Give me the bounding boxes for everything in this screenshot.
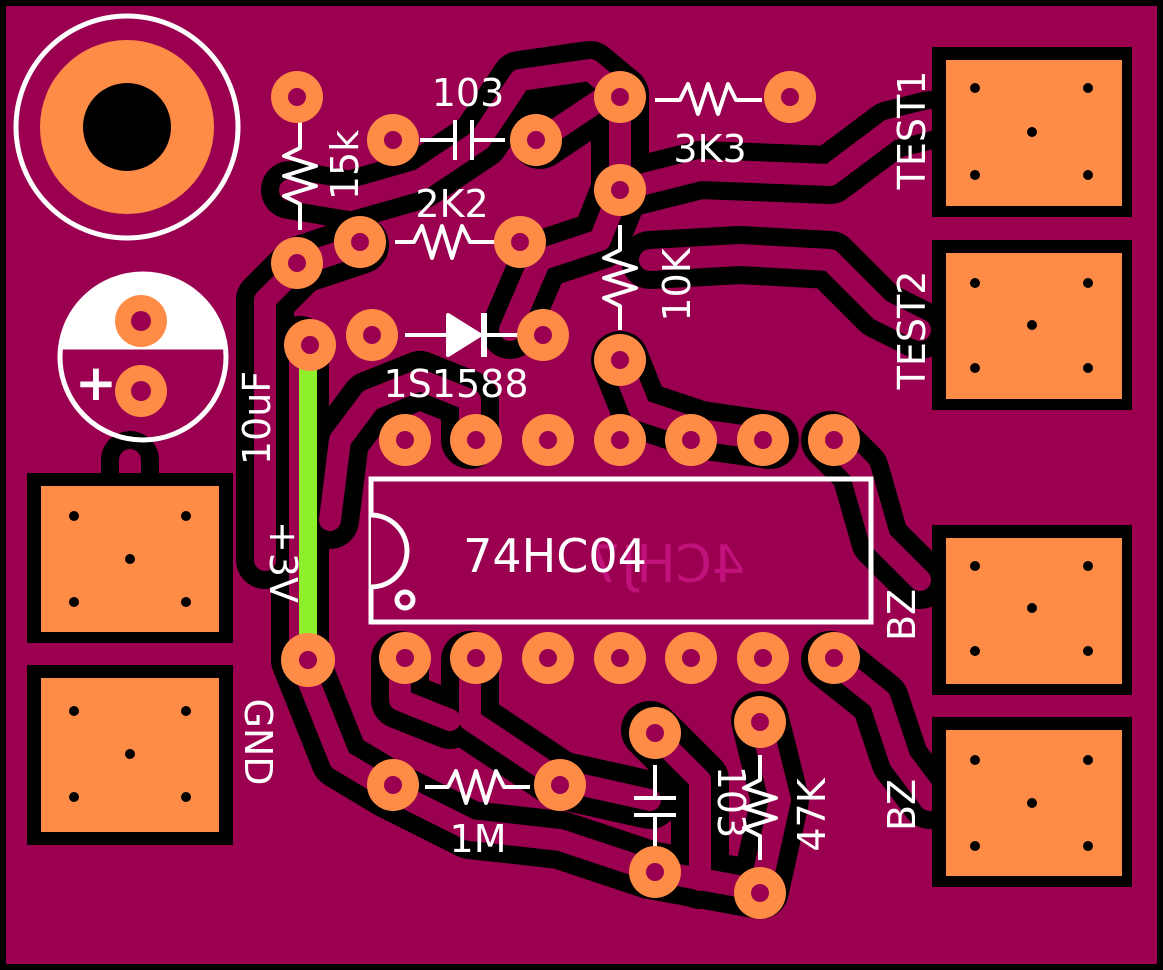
label-res-r3: 2K2 — [415, 182, 488, 226]
label-res-r6: 47K — [790, 777, 834, 851]
pad-dots — [69, 83, 1093, 851]
label-power: +3V — [261, 521, 305, 603]
pad-gnd — [27, 665, 233, 845]
mounting-hole — [13, 13, 241, 241]
resistor-1m-symbol — [425, 769, 530, 805]
label-bz-2: BZ — [880, 779, 924, 831]
label-res-r4: 10K — [655, 247, 699, 321]
ic-bottom-mirror-text: 4CHJ7 — [588, 535, 745, 595]
silkscreen-labels: 103 3K3 15k 2K2 10K 1S1588 10uF +3V GND … — [235, 71, 934, 861]
label-bz-1: BZ — [880, 589, 924, 641]
resistor-47k-symbol — [742, 755, 778, 860]
label-test1: TEST1 — [890, 71, 934, 191]
label-res-r5: 1M — [450, 817, 507, 861]
round-pads — [271, 71, 860, 919]
label-gnd: GND — [236, 698, 280, 785]
label-cap-c1: 103 — [432, 71, 505, 115]
resistor-10k-symbol — [602, 225, 638, 330]
label-diode: 1S1588 — [383, 362, 528, 406]
label-cap-c2: 103 — [709, 766, 753, 839]
electrolytic-capacitor: + — [57, 271, 229, 443]
resistor-15k-symbol — [282, 122, 318, 230]
label-test2: TEST2 — [890, 271, 934, 391]
label-res-r2: 3K3 — [673, 127, 746, 171]
label-cap-elec: 10uF — [235, 371, 279, 465]
resistor-3k3-symbol — [655, 82, 762, 116]
resistor-2k2-symbol — [395, 224, 495, 260]
diode-symbol — [405, 313, 520, 357]
label-res-r1: 15k — [323, 130, 367, 200]
ic-label: 74HC04 — [463, 529, 647, 583]
capacitor-103-bottom-symbol — [634, 765, 676, 848]
silkscreen-symbols — [282, 82, 778, 860]
ic-outline — [368, 476, 874, 625]
polarity-plus: + — [75, 354, 117, 412]
capacitor-103-top-symbol — [420, 120, 505, 160]
